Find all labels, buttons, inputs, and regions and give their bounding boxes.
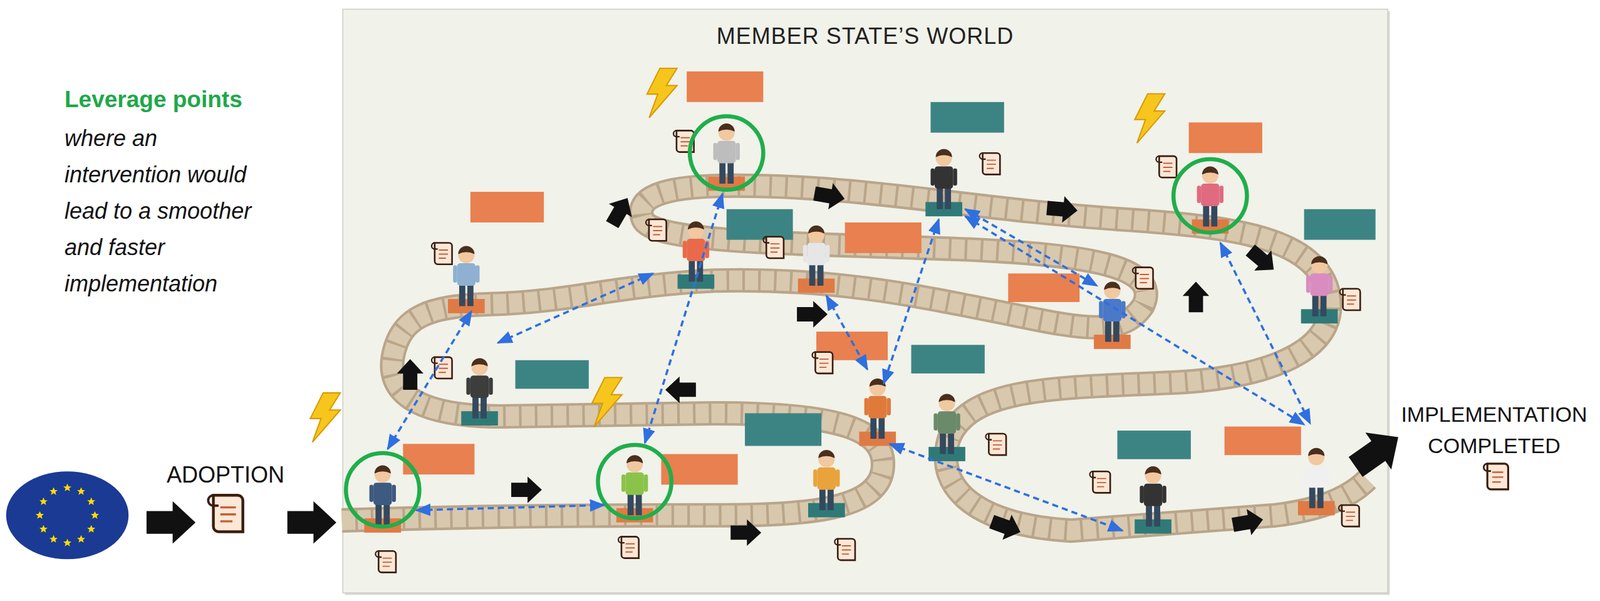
flow-arrow [146,501,196,544]
scroll-icon [812,352,834,374]
road-edge [342,185,1368,530]
person-figure [1139,466,1166,527]
scroll-icon [1155,155,1177,178]
speech-bubble [470,191,544,223]
direction-arrow [1182,281,1210,312]
leverage-circle [345,452,420,527]
road-tiles [342,185,1368,530]
speech-bubble [1304,209,1376,240]
speech-bubble [930,102,1004,133]
direction-arrow [1230,506,1265,538]
interaction-arrow [883,219,940,384]
person-figure [621,454,648,515]
interaction-arrow [889,443,1123,530]
speech-bubble [1117,430,1191,460]
speech-bubble [1189,122,1263,153]
person-figure [682,221,710,282]
scroll-icon [979,152,1001,175]
person-tile [1298,500,1336,515]
person-figure [933,393,960,454]
interaction-arrow [416,504,605,510]
leverage-circle [689,116,764,190]
person-tile [1093,334,1131,349]
person-figure [803,225,830,286]
person-tile [925,201,963,217]
scroll-icon [985,433,1007,455]
scroll-icon [1483,463,1508,490]
speech-bubble [686,71,764,103]
interaction-arrow [965,216,1305,425]
scroll-icon [207,494,243,532]
person-figure [1197,166,1224,227]
speech-bubble [744,412,822,446]
lightning-bolt [1134,93,1165,144]
direction-arrow [811,180,847,212]
speech-bubble [515,360,589,390]
scroll-icon [1090,471,1111,493]
person-tile [1134,519,1172,534]
leverage-circle [1173,159,1247,233]
lightning-bolt [592,377,623,427]
interaction-arrow [965,209,1097,286]
scroll-icon [1340,288,1361,311]
person-figure [813,449,840,510]
person-tile [461,410,499,426]
stage-label: ADOPTION [166,461,317,489]
person-figure [930,149,957,210]
leverage-circle [597,444,671,519]
speech-bubble [726,209,794,240]
panel-title: MEMBER STATE’S WORLD [342,23,1389,50]
interaction-arrow [498,273,654,343]
person-figure [1098,281,1126,342]
lightning-bolt [647,68,678,118]
direction-arrow [511,476,542,503]
legend-heading: Leverage points [64,85,328,115]
direction-arrow [1241,239,1283,281]
scroll-icon [375,550,396,572]
scroll-icon [618,536,639,558]
exit-arrow [1342,418,1411,486]
speech-bubble [845,222,922,254]
person-tile [808,503,846,518]
direction-arrow [730,519,762,546]
flow-arrow [287,501,337,544]
lightning-bolt [310,392,341,443]
scroll-icon [645,219,667,241]
direction-arrow [1045,194,1079,224]
direction-arrow [600,191,639,232]
direction-arrow [397,358,424,390]
scroll-icon [1132,267,1154,289]
speech-bubble [1224,426,1302,456]
scroll-icon [763,236,784,259]
eu-flag [6,471,129,559]
world-panel: MEMBER STATE’S WORLD [342,8,1389,593]
person-figure [713,123,740,184]
person-tile [1301,308,1339,324]
interaction-arrow [826,295,868,369]
person-figure [864,378,891,439]
direction-arrow [987,508,1025,544]
interaction-arrow [387,311,472,450]
person-tile [447,298,485,314]
eu-stars [35,483,99,547]
scroll-icon [834,538,856,561]
scroll-icon [1338,504,1360,527]
person-figure [1306,256,1333,317]
end-label: IMPLEMENTATION COMPLETED [1394,398,1594,462]
person-figure [466,357,493,418]
legend-note: where an intervention would lead to a sm… [64,120,267,302]
direction-arrow [796,300,828,328]
speech-bubble [1007,273,1080,302]
interaction-arrow [644,193,723,443]
direction-arrow [665,376,697,403]
person-figure [1303,447,1330,509]
person-figure [369,464,396,525]
person-figure [452,245,480,306]
speech-bubble [911,344,985,374]
person-tile [798,278,836,293]
person-tile [928,446,966,462]
scroll-icon [431,243,453,265]
